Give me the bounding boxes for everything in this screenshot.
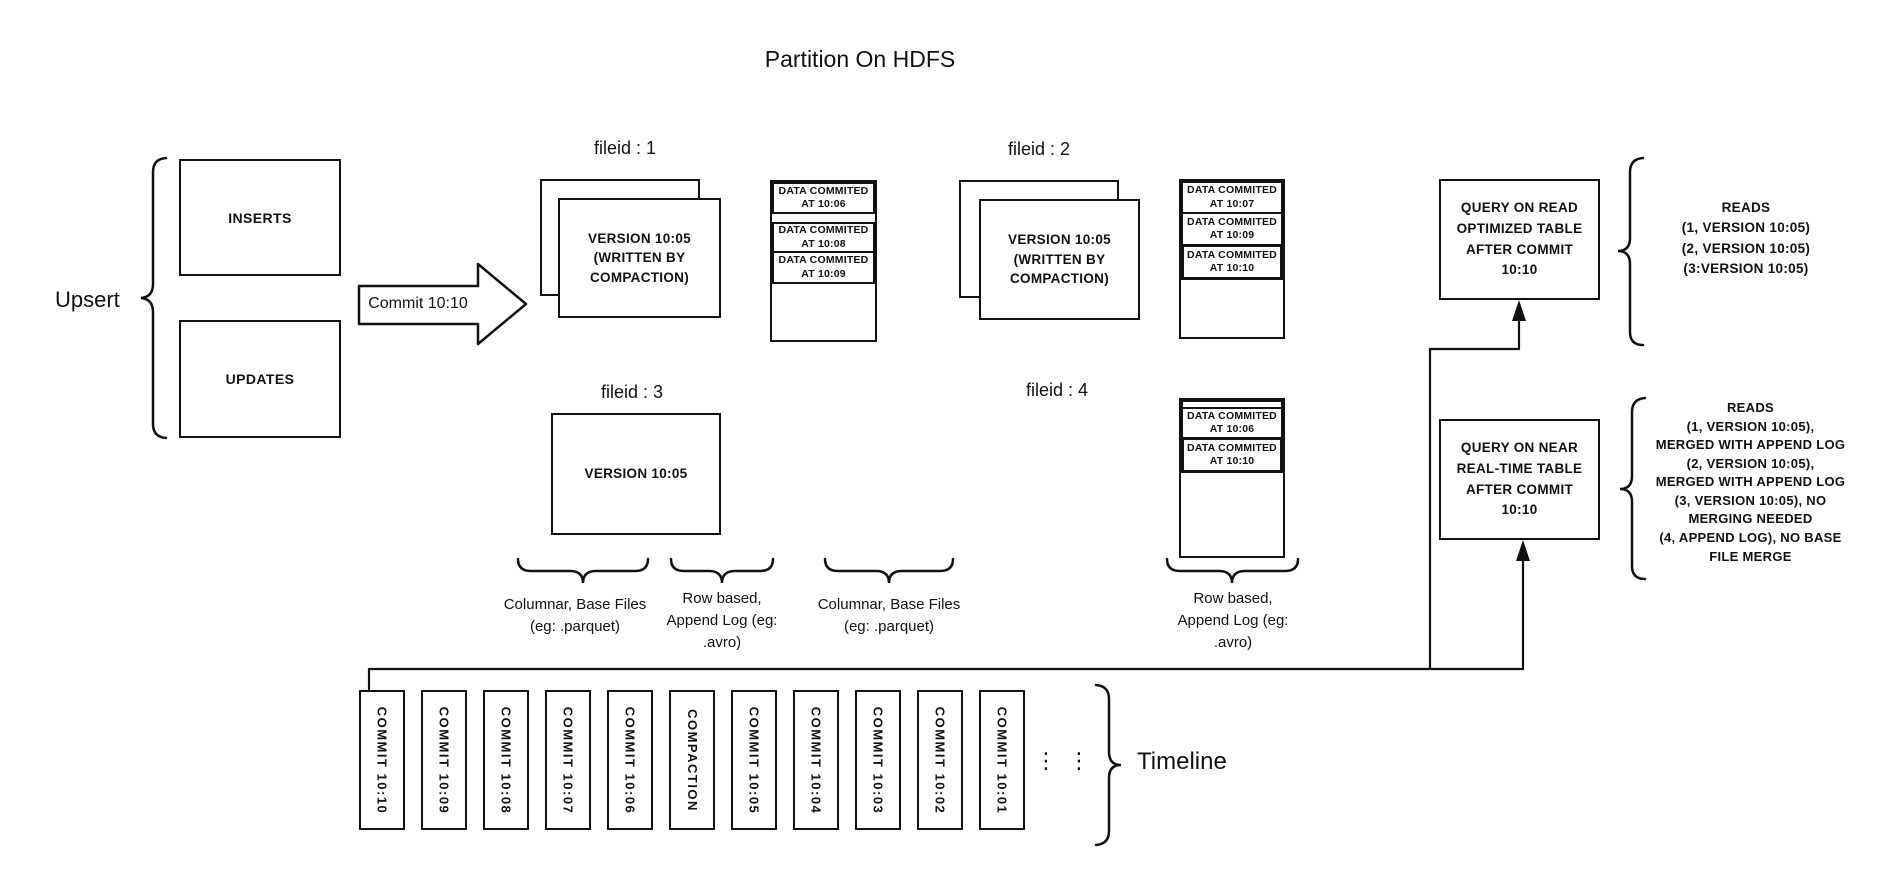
timeline-item: COMMIT 10:05 [731, 690, 777, 830]
timeline-item: COMMIT 10:06 [607, 690, 653, 830]
timeline-item-label: COMMIT 10:01 [994, 706, 1010, 814]
fileid-1-version-text: VERSION 10:05 (WRITTEN BY COMPACTION) [588, 230, 691, 285]
timeline-item-label: COMPACTION [684, 708, 700, 812]
updates-label: UPDATES [225, 371, 295, 387]
timeline-item-label: COMMIT 10:04 [808, 706, 824, 814]
log-entry-latest: DATA COMMITED AT 10:10 [1181, 437, 1283, 473]
timeline-item-label: COMMIT 10:10 [374, 706, 390, 814]
fileid-3-base-file: VERSION 10:05 [551, 413, 721, 535]
label-columnar-base-files-1: Columnar, Base Files (eg: .parquet) [503, 596, 647, 635]
reads-brace-read-optimized [1617, 156, 1645, 347]
brace-columnar-2 [823, 557, 955, 584]
arrowhead-read-optimized [1512, 300, 1526, 321]
fileid-2-version-text: VERSION 10:05 (WRITTEN BY COMPACTION) [1008, 232, 1111, 287]
fileid-2-base-file: VERSION 10:05 (WRITTEN BY COMPACTION) [979, 199, 1140, 320]
reads-line: (1, VERSION 10:05) [1681, 220, 1811, 236]
timeline-item: COMMIT 10:07 [545, 690, 591, 830]
fileid-2-label: fileid : 2 [1007, 139, 1071, 159]
arrowhead-near-real-time [1516, 540, 1530, 561]
timeline-item: COMMIT 10:04 [793, 690, 839, 830]
reads-brace-near-real-time [1619, 396, 1647, 581]
connector-read-optimized [1428, 308, 1521, 669]
reads-line: MERGED WITH APPEND LOG [1655, 437, 1846, 453]
inserts-box: INSERTS [179, 159, 341, 276]
timeline-brace [1094, 683, 1122, 847]
reads-line: MERGING NEEDED [1688, 511, 1813, 527]
log-entry: DATA COMMITED AT 10:06 [1181, 407, 1283, 439]
timeline-item-label: COMMIT 10:05 [746, 706, 762, 814]
reads-list-near-real-time: READS (1, VERSION 10:05), MERGED WITH AP… [1648, 399, 1853, 566]
brace-rowbased-2 [1165, 557, 1300, 584]
label-columnar-base-files-2: Columnar, Base Files (eg: .parquet) [817, 596, 961, 635]
timeline-item-compaction: COMPACTION [669, 690, 715, 830]
updates-box: UPDATES [179, 320, 341, 438]
reads-line: (4, APPEND LOG), NO BASE [1659, 530, 1842, 546]
timeline-item-label: COMMIT 10:08 [498, 706, 514, 814]
timeline-item: COMMIT 10:03 [855, 690, 901, 830]
fileid-3-version-text: VERSION 10:05 [584, 466, 688, 482]
timeline-item-label: COMMIT 10:02 [932, 706, 948, 814]
fileid-3-label: fileid : 3 [600, 382, 664, 402]
commit-arrow [357, 262, 528, 346]
timeline-ellipsis: ⋮ [1035, 748, 1057, 773]
reads-line: FILE MERGE [1709, 548, 1792, 564]
upsert-brace [140, 156, 168, 440]
brace-columnar-1 [516, 557, 650, 584]
label-row-based-append-log-1: Row based, Append Log (eg: .avro) [666, 590, 778, 651]
timeline-item: COMMIT 10:09 [421, 690, 467, 830]
reads-list-read-optimized: READS (1, VERSION 10:05) (2, VERSION 10:… [1650, 198, 1842, 279]
reads-line: (3:VERSION 10:05) [1683, 260, 1809, 276]
inserts-label: INSERTS [228, 209, 292, 226]
timeline-item-label: COMMIT 10:09 [436, 706, 452, 814]
timeline-item-label: COMMIT 10:06 [622, 706, 638, 814]
timeline-item: COMMIT 10:02 [917, 690, 963, 830]
log-entry-latest: DATA COMMITED AT 10:10 [1181, 244, 1283, 280]
upsert-label: Upsert [55, 287, 120, 312]
timeline-item-label: COMMIT 10:03 [870, 706, 886, 814]
query-near-real-time-box: QUERY ON NEAR REAL-TIME TABLE AFTER COMM… [1439, 419, 1600, 540]
fileid-1-base-file: VERSION 10:05 (WRITTEN BY COMPACTION) [558, 198, 721, 318]
fileid-1-label: fileid : 1 [593, 138, 657, 158]
reads-line: (3, VERSION 10:05), NO [1674, 492, 1827, 508]
query-near-real-time-text: QUERY ON NEAR REAL-TIME TABLE AFTER COMM… [1456, 439, 1583, 518]
reads-title: READS [1721, 200, 1771, 215]
commit-arrow-label: Commit 10:10 [368, 295, 468, 312]
connector-near-real-time [367, 548, 1525, 690]
reads-line: (1, VERSION 10:05), [1686, 418, 1815, 434]
reads-line: MERGED WITH APPEND LOG [1655, 474, 1846, 490]
timeline-item: COMMIT 10:01 [979, 690, 1025, 830]
log-file-1: DATA COMMITED AT 10:06 DATA COMMITED AT … [770, 180, 877, 342]
timeline-item: COMMIT 10:08 [483, 690, 529, 830]
log-file-4: DATA COMMITED AT 10:06 DATA COMMITED AT … [1179, 398, 1285, 558]
log-entry: DATA COMMITED AT 10:09 [1181, 212, 1283, 246]
log-entry: DATA COMMITED AT 10:07 [1181, 181, 1283, 214]
log-entry: DATA COMMITED AT 10:09 [772, 251, 875, 284]
timeline-item: COMMIT 10:10 [359, 690, 405, 830]
log-entry: DATA COMMITED AT 10:06 [772, 182, 875, 214]
reads-line: (2, VERSION 10:05), [1686, 455, 1815, 471]
page-title: Partition On HDFS [764, 46, 956, 72]
query-read-optimized-box: QUERY ON READ OPTIMIZED TABLE AFTER COMM… [1439, 179, 1600, 300]
timeline-label: Timeline [1137, 748, 1227, 775]
log-file-2: DATA COMMITED AT 10:07 DATA COMMITED AT … [1179, 179, 1285, 339]
brace-rowbased-1 [669, 557, 775, 584]
timeline-item-label: COMMIT 10:07 [560, 706, 576, 814]
log-entry: DATA COMMITED AT 10:08 [772, 222, 875, 253]
timeline-ellipsis: ⋮ [1068, 748, 1090, 773]
label-row-based-append-log-2: Row based, Append Log (eg: .avro) [1177, 590, 1289, 651]
fileid-4-label: fileid : 4 [1025, 380, 1089, 400]
reads-title: READS [1726, 400, 1774, 415]
query-read-optimized-text: QUERY ON READ OPTIMIZED TABLE AFTER COMM… [1456, 199, 1583, 278]
reads-line: (2, VERSION 10:05) [1681, 240, 1811, 256]
